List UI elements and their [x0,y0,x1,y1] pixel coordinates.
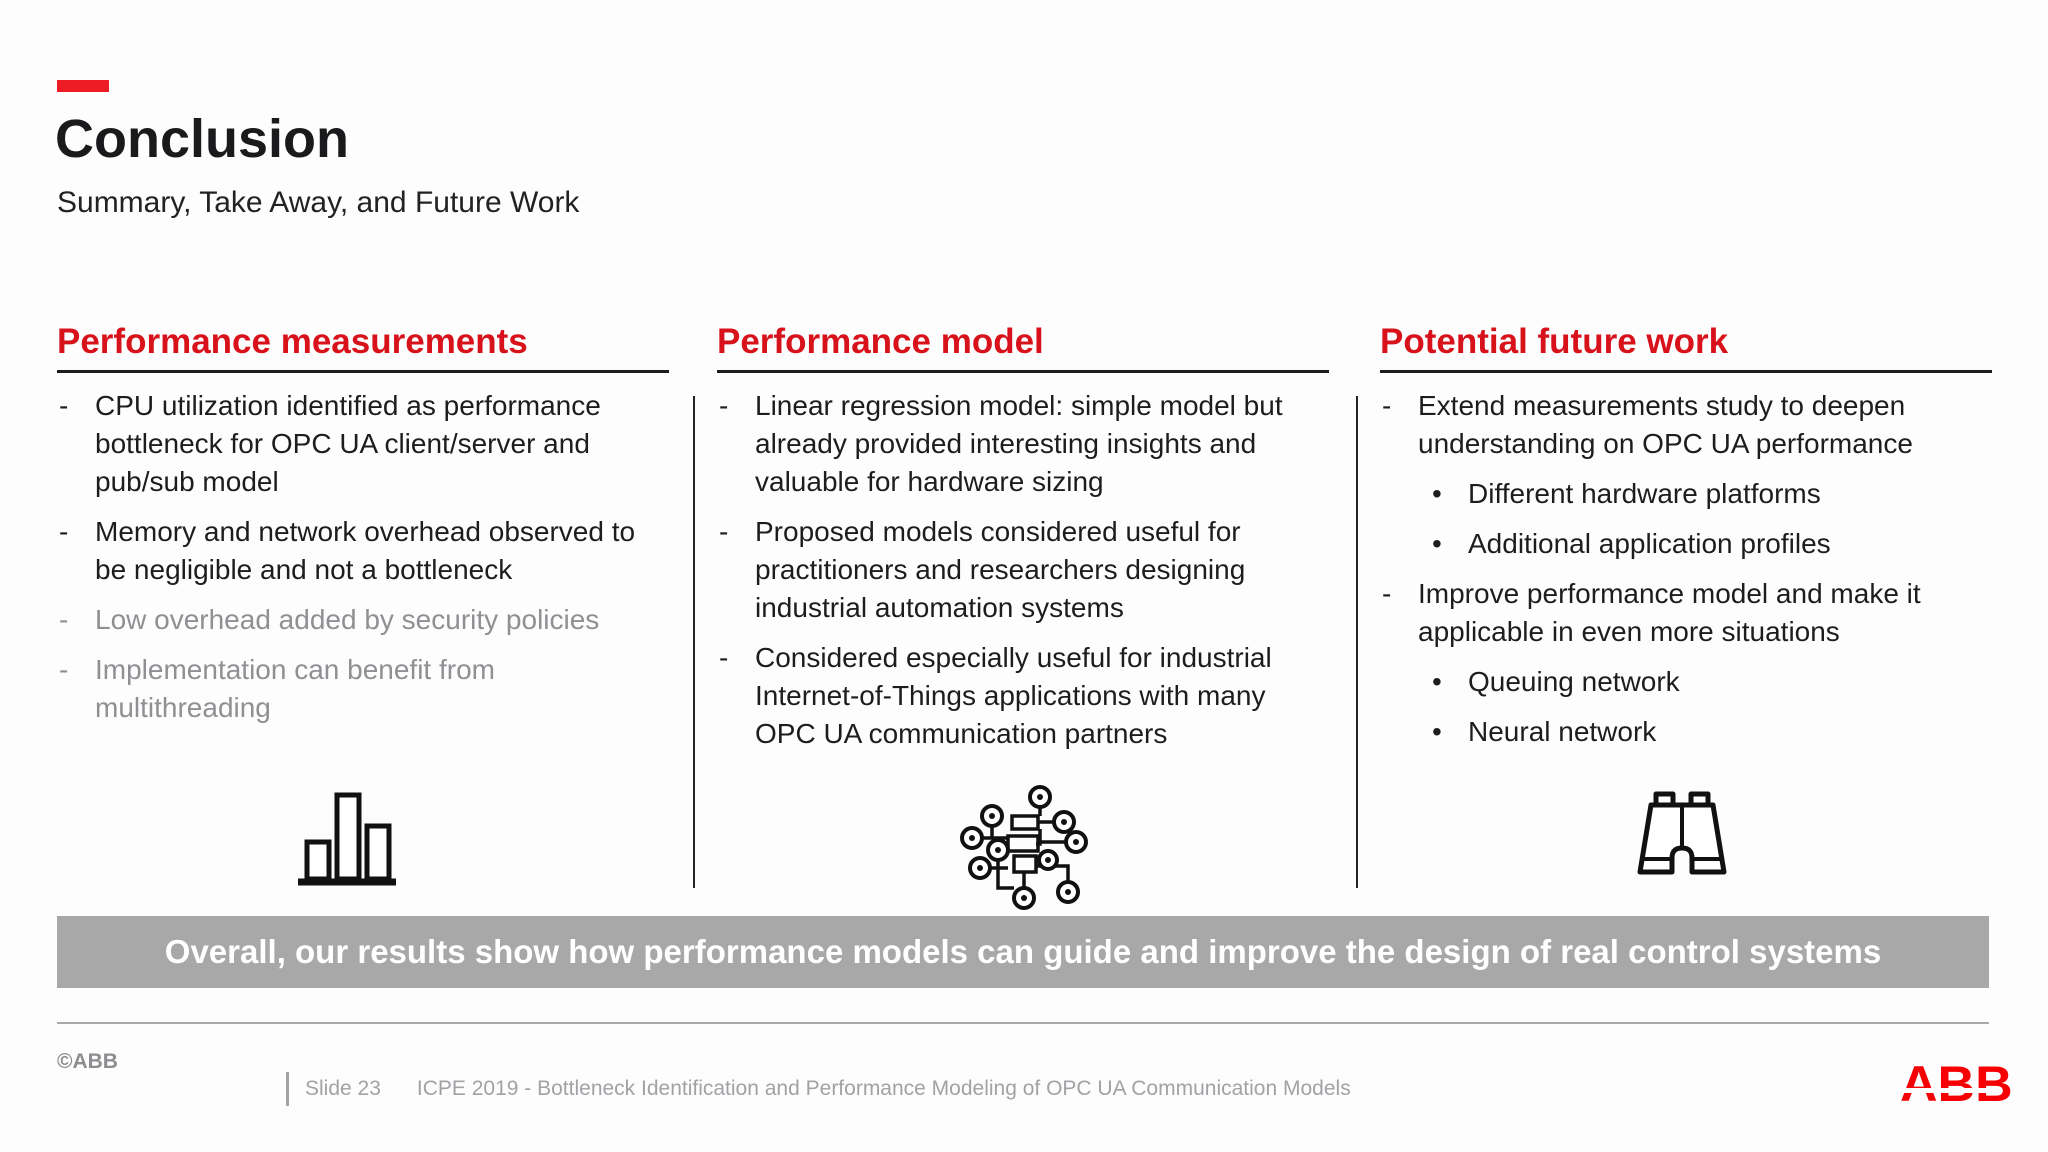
list-item-text: Linear regression model: simple model bu… [755,390,1283,497]
accent-dash [57,80,109,92]
abb-logo-text: ABB [1900,1056,2013,1112]
column-performance-model: Performance model Linear regression mode… [717,322,1329,765]
list-item: Linear regression model: simple model bu… [717,387,1329,501]
column-heading: Potential future work [1380,322,1992,373]
list-item: Memory and network overhead observed to … [57,513,669,589]
abb-logo-stripe [1897,1088,2001,1093]
page-subtitle: Summary, Take Away, and Future Work [57,186,580,219]
column-heading: Performance measurements [57,322,669,373]
list-item-text: Implementation can benefit from multithr… [95,654,495,723]
footer-slide-info: Slide 23 ICPE 2019 - Bottleneck Identifi… [286,1072,1351,1106]
bullet-list: Extend measurements study to deepen unde… [1380,387,1992,751]
separator-bar [286,1072,289,1106]
list-item-text: Improve performance model and make it ap… [1418,578,1921,647]
list-item: Additional application profiles [1380,525,1992,563]
list-item: Considered especially useful for industr… [717,639,1329,753]
list-item-text: CPU utilization identified as performanc… [95,390,601,497]
column-potential-future-work: Potential future work Extend measurement… [1380,322,1992,763]
list-item-text: Different hardware platforms [1468,478,1821,509]
abb-logo: ABB [1897,1059,2013,1110]
summary-banner: Overall, our results show how performanc… [57,916,1989,988]
bullet-list: Linear regression model: simple model bu… [717,387,1329,753]
bar-chart-icon [297,786,397,888]
binoculars-icon [1628,790,1736,886]
list-item-text: Proposed models considered useful for pr… [755,516,1246,623]
list-item-text: Extend measurements study to deepen unde… [1418,390,1913,459]
list-item-text: Neural network [1468,716,1657,747]
presentation-reference: ICPE 2019 - Bottleneck Identification an… [416,1077,1351,1100]
list-item-text: Additional application profiles [1468,528,1831,559]
column-heading: Performance model [717,322,1329,373]
list-item-text: Queuing network [1468,666,1680,697]
list-item: CPU utilization identified as performanc… [57,387,669,501]
list-item: Queuing network [1380,663,1992,701]
page-title: Conclusion [55,109,349,169]
list-item-text: Low overhead added by security policies [95,604,600,635]
footer-divider [57,1022,1989,1024]
copyright-text: ©ABB [57,1050,118,1073]
network-icon [952,774,1090,912]
list-item-text: Memory and network overhead observed to … [95,516,636,585]
list-item: Proposed models considered useful for pr… [717,513,1329,627]
list-item: Different hardware platforms [1380,475,1992,513]
slide-number: Slide 23 [305,1077,381,1100]
column-divider [693,396,695,888]
column-divider [1356,396,1358,888]
list-item: Low overhead added by security policies [57,601,669,639]
column-performance-measurements: Performance measurements CPU utilization… [57,322,669,739]
list-item-text: Considered especially useful for industr… [755,642,1272,749]
list-item: Implementation can benefit from multithr… [57,651,669,727]
list-item: Extend measurements study to deepen unde… [1380,387,1992,463]
bullet-list: CPU utilization identified as performanc… [57,387,669,727]
list-item: Improve performance model and make it ap… [1380,575,1992,651]
list-item: Neural network [1380,713,1992,751]
